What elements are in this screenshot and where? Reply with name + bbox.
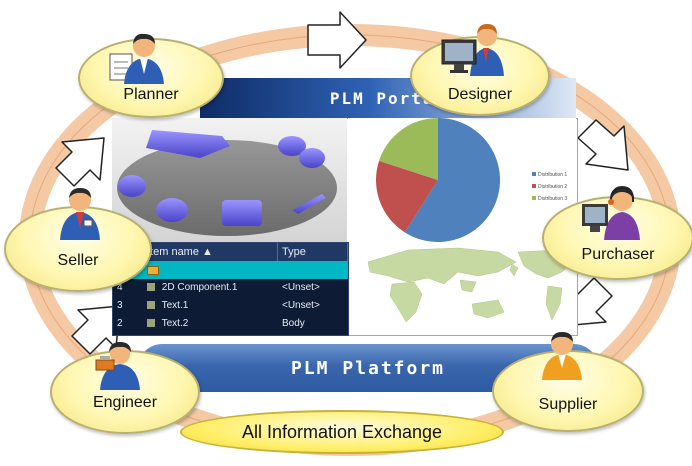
monitor-icon	[582, 204, 608, 232]
seller-label: Seller	[57, 252, 99, 269]
row-item-name: Text.2	[143, 315, 278, 333]
table-row[interactable]: 3 Text.1 <Unset>	[113, 297, 348, 315]
pie-slice	[376, 160, 438, 233]
row-number: 3	[117, 300, 123, 311]
pie-slice	[379, 118, 438, 180]
planner-person-icon	[109, 33, 164, 84]
row-item-name	[143, 261, 278, 279]
table-row[interactable]: 4 2D Component.1 <Unset>	[113, 279, 348, 297]
pie-legend-item: Distribution 2	[538, 184, 567, 190]
grid-header-item-name[interactable]: Item name ▲	[143, 243, 278, 261]
designer-label: Designer	[447, 86, 513, 103]
world-map-view	[348, 242, 576, 334]
supplier-label: Supplier	[538, 396, 598, 413]
row-number: 2	[117, 318, 123, 329]
pie-chart-view: Distribution 1 Distribution 2 Distributi…	[348, 118, 576, 242]
text-icon	[147, 319, 155, 328]
row-item-name-text: Text.2	[161, 318, 189, 329]
row-item-name-text: 2D Component.1	[161, 282, 238, 293]
plm-platform-title: PLM Platform	[290, 357, 446, 379]
purchaser-person-icon	[582, 186, 640, 240]
planner-label: Planner	[123, 86, 179, 103]
table-row[interactable]: 2 Text.2 Body	[113, 315, 348, 333]
row-type	[278, 261, 348, 279]
text-icon	[147, 301, 155, 310]
folder-icon	[147, 266, 159, 275]
row-number: 4	[117, 282, 123, 293]
row-type: Body	[282, 318, 305, 329]
row-type: <Unset>	[282, 300, 320, 311]
pie-legend: Distribution 1 Distribution 2 Distributi…	[532, 172, 567, 202]
information-exchange-ellipse: All Information Exchange	[180, 410, 504, 454]
pie-legend-item: Distribution 3	[538, 196, 567, 202]
engineer-person-icon	[95, 342, 140, 390]
engineer-label: Engineer	[92, 394, 158, 411]
node-engineer: Engineer	[50, 350, 200, 434]
component-icon	[147, 283, 155, 292]
headset-icon	[609, 186, 635, 203]
cad-model-view	[112, 118, 347, 242]
purchaser-label: Purchaser	[581, 246, 655, 263]
pie-slice	[404, 118, 501, 242]
pie-legend-item: Distribution 1	[538, 172, 567, 178]
row-item-name: 2D Component.1	[143, 279, 278, 297]
tools-icon	[95, 356, 115, 371]
row-item-name: Text.1	[143, 297, 278, 315]
row-type: <Unset>	[282, 282, 320, 293]
plm-portal-title: PLM Portal	[329, 88, 447, 108]
information-exchange-label: All Information Exchange	[241, 421, 443, 442]
monitor-icon	[441, 39, 477, 73]
designer-person-icon	[441, 24, 504, 76]
seller-person-icon	[60, 188, 100, 240]
row-item-name-text: Text.1	[161, 300, 189, 311]
arrow-seller-planner	[55, 137, 105, 187]
node-designer: Designer	[410, 36, 550, 116]
grid-header-type[interactable]: Type	[278, 243, 348, 261]
table-row[interactable]: 1	[113, 261, 348, 279]
arrow-designer-purchaser	[577, 119, 629, 171]
arrow-planner-designer	[307, 11, 367, 69]
supplier-person-icon	[542, 332, 582, 380]
